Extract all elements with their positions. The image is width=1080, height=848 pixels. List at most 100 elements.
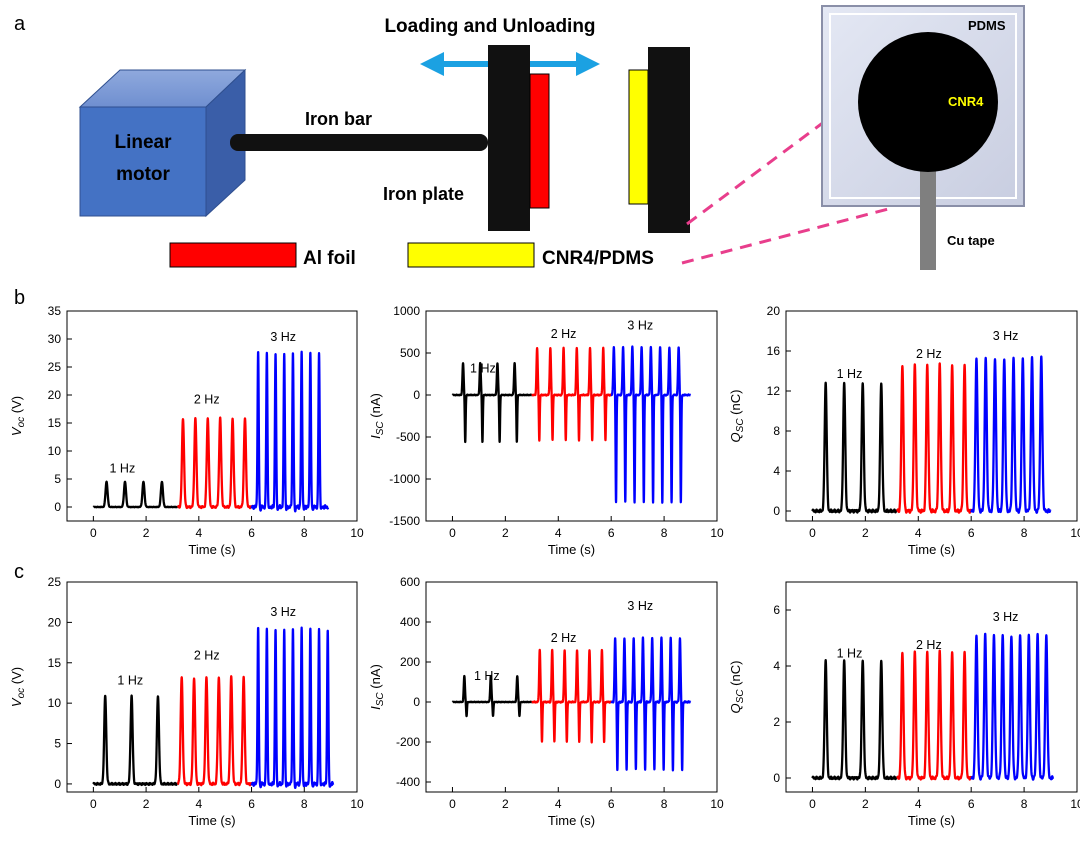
x-tick-label: 2 — [502, 526, 509, 540]
series-line-1hz — [92, 694, 179, 787]
motor-label-line2: motor — [116, 164, 170, 185]
x-tick-label: 6 — [608, 526, 615, 540]
series-line-1hz — [811, 659, 899, 781]
x-tick-label: 10 — [710, 797, 724, 811]
y-tick-label: 35 — [48, 304, 62, 318]
series-label: 1 Hz — [837, 367, 863, 381]
legend-cnr-swatch — [407, 242, 535, 268]
x-axis-label: Time (s) — [188, 813, 235, 828]
x-tick-label: 0 — [809, 526, 816, 540]
series-label: 2 Hz — [916, 347, 942, 361]
series-label: 3 Hz — [627, 318, 653, 332]
y-tick-label: 0 — [773, 504, 780, 518]
y-tick-label: 0 — [413, 695, 420, 709]
y-tick-label: 600 — [400, 575, 420, 589]
panel-label-a: a — [14, 13, 26, 35]
x-tick-label: 6 — [968, 797, 975, 811]
y-tick-label: 5 — [54, 737, 61, 751]
chart-b3: 1 Hz2 Hz3 Hz0246810048121620Time (s)QSC … — [728, 304, 1080, 557]
y-axis-label: ISC (nA) — [368, 393, 386, 439]
x-tick-label: 0 — [809, 797, 816, 811]
x-axis-label: Time (s) — [908, 813, 955, 828]
arrow-head-right — [576, 52, 600, 76]
series-line-2hz — [176, 675, 253, 787]
y-tick-label: 2 — [773, 715, 780, 729]
x-tick-label: 8 — [661, 797, 668, 811]
y-axis-label: ISC (nA) — [368, 664, 386, 710]
left-iron-plate — [488, 45, 530, 231]
y-label-main: V — [9, 697, 24, 707]
series-label: 2 Hz — [194, 392, 220, 406]
series-line-3hz — [610, 636, 692, 772]
y-label-sub: SC — [375, 421, 386, 436]
series-line-2hz — [176, 416, 253, 510]
x-tick-label: 0 — [90, 797, 97, 811]
y-tick-label: -500 — [396, 430, 420, 444]
y-tick-label: 25 — [48, 575, 62, 589]
series-line-2hz — [896, 649, 973, 781]
y-label-sub: SC — [735, 689, 746, 704]
y-tick-label: 400 — [400, 615, 420, 629]
y-tick-label: -200 — [396, 735, 420, 749]
series-label: 3 Hz — [270, 605, 296, 619]
cu-tape — [920, 150, 936, 270]
x-tick-label: 8 — [301, 797, 308, 811]
x-tick-label: 0 — [90, 526, 97, 540]
panel-label-c: c — [14, 561, 24, 583]
dashed-line-lower — [681, 206, 893, 265]
x-tick-label: 8 — [1021, 526, 1028, 540]
y-tick-label: 0 — [54, 777, 61, 791]
y-label-unit: (V) — [9, 396, 24, 417]
x-axis-label: Time (s) — [188, 542, 235, 557]
y-label-sub: oc — [16, 688, 27, 699]
y-axis-label: Voc (V) — [9, 667, 27, 707]
y-axis-label: QSC (nC) — [728, 390, 746, 443]
y-label-main: V — [9, 426, 24, 436]
y-tick-label: -400 — [396, 775, 420, 789]
y-tick-label: 8 — [773, 424, 780, 438]
y-tick-label: 15 — [48, 656, 62, 670]
x-tick-label: 4 — [915, 797, 922, 811]
schematic-panel: a Linear motor Iron bar Loading and Unlo… — [14, 5, 1025, 270]
y-tick-label: 12 — [767, 384, 781, 398]
series-line-3hz — [610, 345, 692, 504]
x-tick-label: 2 — [143, 797, 150, 811]
y-tick-label: -1000 — [389, 472, 420, 486]
x-tick-label: 2 — [143, 526, 150, 540]
series-line-3hz — [250, 626, 335, 790]
legend-al-swatch — [169, 242, 297, 268]
series-label: 2 Hz — [551, 631, 577, 645]
y-tick-label: 0 — [773, 771, 780, 785]
motor-front-face — [79, 106, 207, 217]
x-tick-label: 8 — [1021, 797, 1028, 811]
y-label-main: Q — [728, 432, 743, 442]
series-line-1hz — [811, 381, 899, 514]
chart-c3: 1 Hz2 Hz3 Hz02468100246Time (s)QSC (nC) — [728, 581, 1080, 828]
y-tick-label: 10 — [48, 696, 62, 710]
x-tick-label: 4 — [555, 797, 562, 811]
y-axis-label: QSC (nC) — [728, 661, 746, 714]
x-tick-label: 2 — [502, 797, 509, 811]
y-tick-label: 4 — [773, 464, 780, 478]
x-tick-label: 0 — [449, 797, 456, 811]
y-label-unit: (nC) — [728, 390, 743, 419]
y-tick-label: 200 — [400, 655, 420, 669]
plot-frame — [785, 310, 1078, 522]
iron-plate-label: Iron plate — [383, 184, 464, 204]
series-label: 2 Hz — [551, 327, 577, 341]
x-tick-label: 10 — [1070, 526, 1080, 540]
y-label-unit: (nA) — [368, 664, 383, 692]
series-line-2hz — [530, 648, 613, 744]
inset-cnr4-label: CNR4 — [948, 94, 984, 109]
y-tick-label: 6 — [773, 603, 780, 617]
y-label-unit: (nC) — [728, 661, 743, 690]
series-line-1hz — [451, 361, 533, 444]
x-axis-label: Time (s) — [908, 542, 955, 557]
legend-al-label: Al foil — [303, 248, 356, 269]
x-tick-label: 10 — [710, 526, 724, 540]
y-tick-label: 20 — [48, 388, 62, 402]
